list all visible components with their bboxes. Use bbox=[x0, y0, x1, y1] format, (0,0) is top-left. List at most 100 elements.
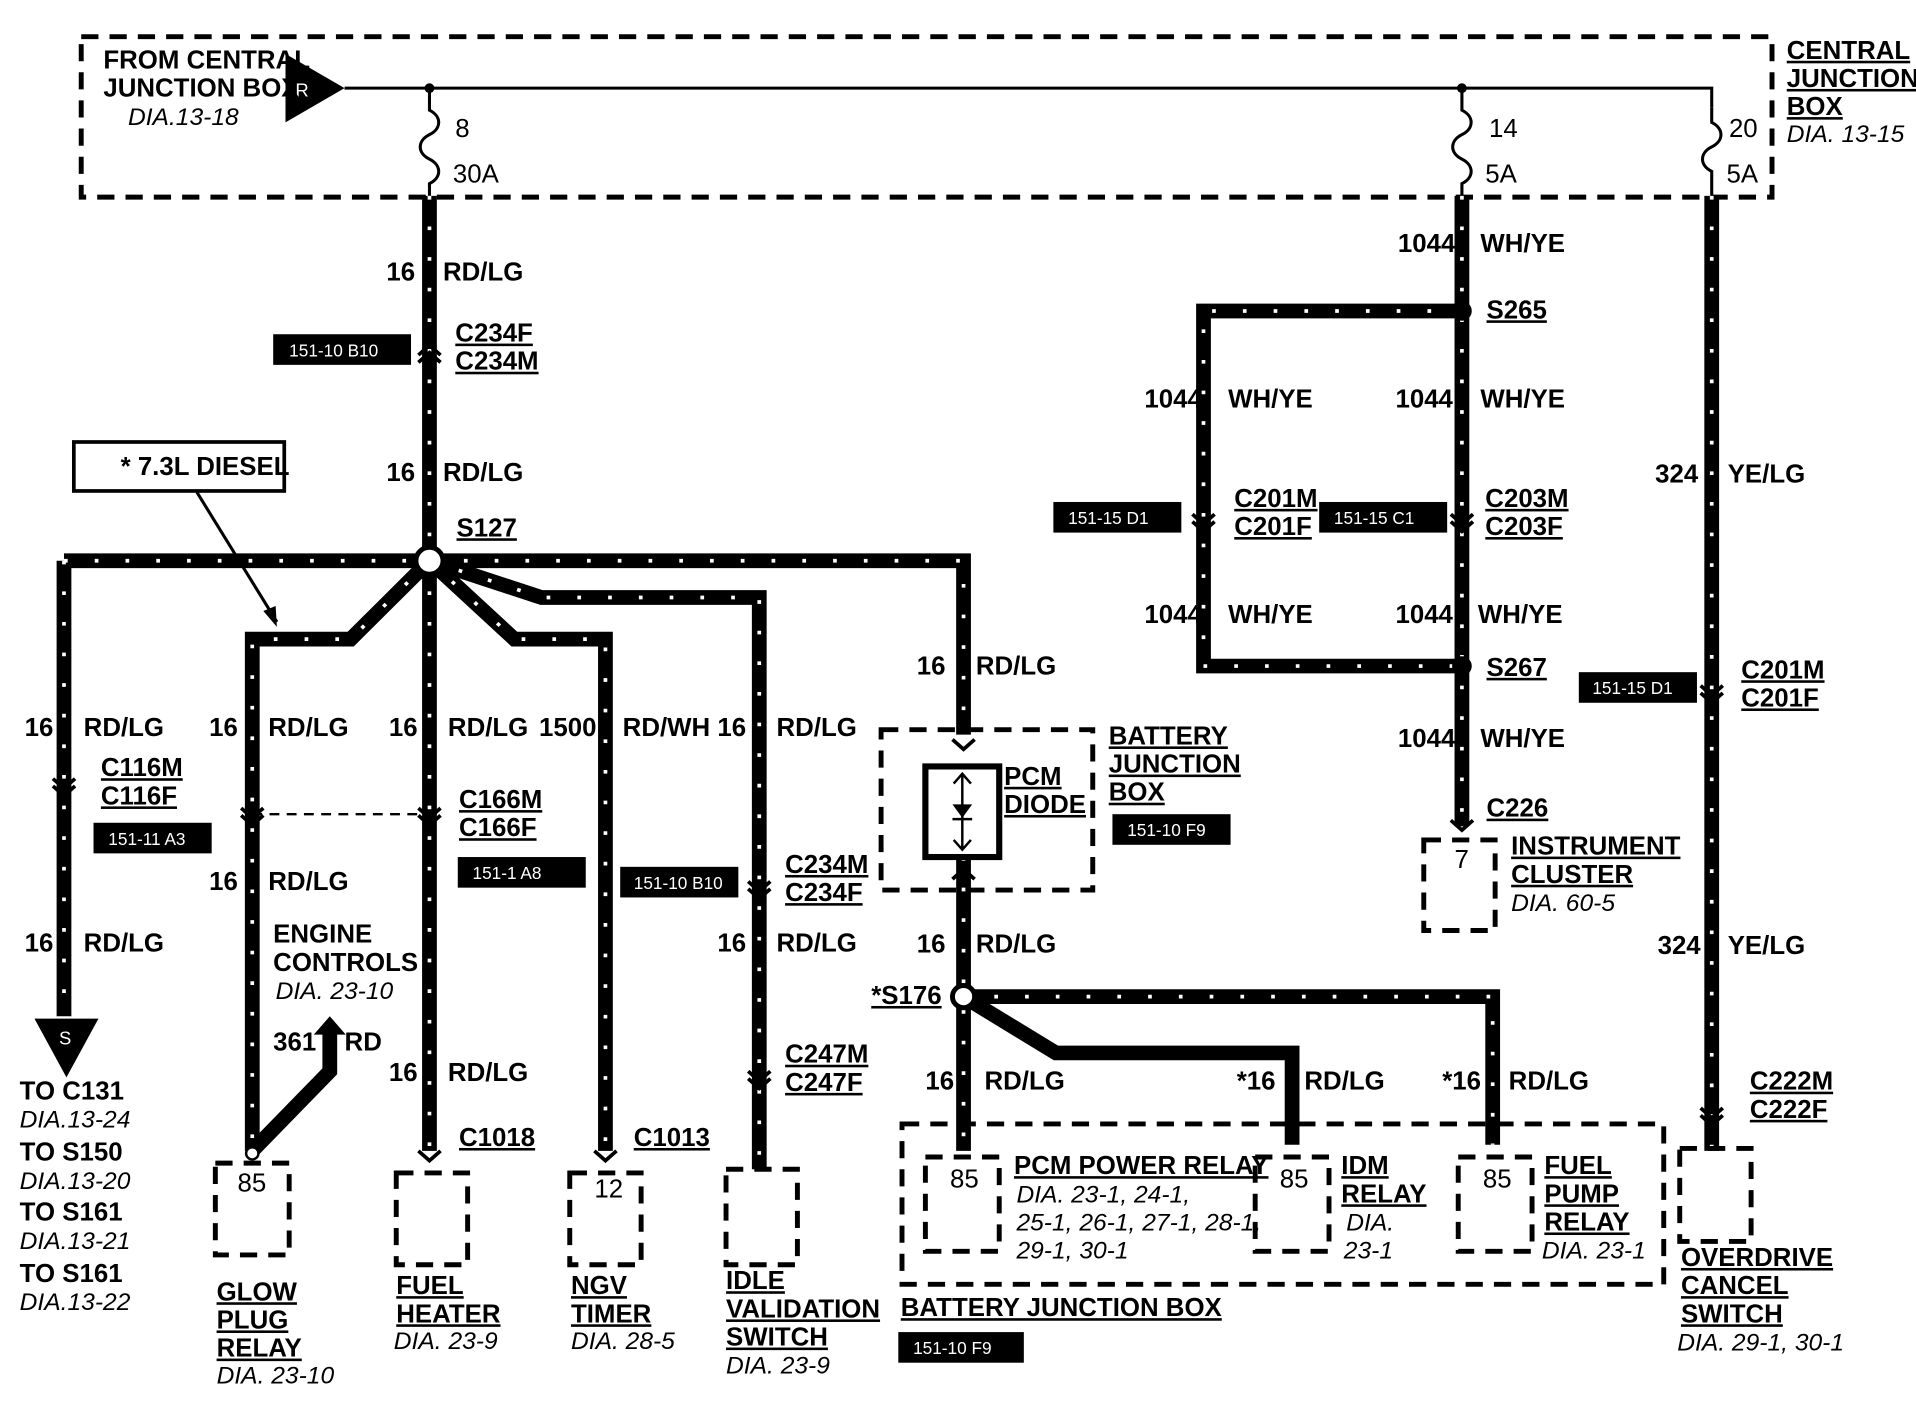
fuel-heater-box bbox=[393, 1170, 471, 1268]
svg-text:YE/LG: YE/LG bbox=[1728, 460, 1806, 488]
from-cjb-marker-letter: R bbox=[295, 80, 308, 101]
instrument-cluster-label: INSTRUMENT bbox=[1511, 833, 1681, 861]
svg-text:16: 16 bbox=[389, 1059, 418, 1087]
svg-text:WH/YE: WH/YE bbox=[1478, 601, 1563, 629]
svg-text:RD/LG: RD/LG bbox=[443, 258, 523, 286]
svg-text:1044: 1044 bbox=[1395, 601, 1453, 629]
wire-stripes bbox=[62, 195, 1714, 1170]
svg-text:C203M: C203M bbox=[1485, 485, 1568, 513]
svg-text:C234M: C234M bbox=[785, 851, 868, 879]
svg-text:C247M: C247M bbox=[785, 1041, 868, 1069]
svg-text:C1013: C1013 bbox=[634, 1124, 710, 1152]
svg-text:1044: 1044 bbox=[1398, 725, 1456, 753]
svg-text:DIA.13-21: DIA.13-21 bbox=[20, 1228, 131, 1255]
splice-label: S265 bbox=[1487, 296, 1547, 324]
fuel-heater-dia: DIA. 23-9 bbox=[394, 1328, 498, 1355]
svg-text:RD/LG: RD/LG bbox=[976, 653, 1056, 681]
svg-text:RD/LG: RD/LG bbox=[448, 1059, 528, 1087]
connector-labels: C234F C234M C201M C201F C203M C203F C201… bbox=[101, 320, 1833, 1152]
location-tags: 151-10 B10 151-15 D1 151-15 C1 151-15 D1… bbox=[93, 334, 1697, 1363]
splice-s176 bbox=[950, 983, 978, 1011]
svg-text:RD/LG: RD/LG bbox=[84, 929, 164, 957]
splice-s127 bbox=[413, 544, 446, 577]
svg-text:RD/LG: RD/LG bbox=[443, 459, 523, 487]
cjb-label-2: JUNCTION bbox=[1787, 65, 1916, 93]
fuse-rating: 5A bbox=[1726, 160, 1758, 188]
fuel-heater-label: FUEL bbox=[396, 1272, 463, 1300]
pin-number: 85 bbox=[238, 1169, 267, 1197]
svg-text:RD/LG: RD/LG bbox=[1304, 1068, 1384, 1096]
from-cjb-marker bbox=[285, 53, 345, 123]
svg-text:TO S161: TO S161 bbox=[20, 1260, 123, 1288]
svg-text:361: 361 bbox=[273, 1029, 316, 1057]
splice-label: S127 bbox=[457, 514, 517, 542]
idm-relay-dia: DIA. bbox=[1346, 1210, 1394, 1237]
fuel-pump-relay-label-3: RELAY bbox=[1544, 1209, 1629, 1237]
splice-label: *S176 bbox=[871, 982, 941, 1010]
diesel-note-box bbox=[71, 440, 287, 493]
svg-text:151-15 D1: 151-15 D1 bbox=[1592, 678, 1672, 698]
idle-switch-label: IDLE bbox=[726, 1267, 785, 1295]
cjb-label: CENTRAL bbox=[1787, 37, 1910, 65]
idm-relay-label: IDM bbox=[1341, 1152, 1388, 1180]
svg-text:RD: RD bbox=[345, 1029, 382, 1057]
diesel-note: * 7.3L DIESEL bbox=[121, 453, 290, 481]
battery-junction-box-label: BATTERY JUNCTION BOX bbox=[901, 1294, 1222, 1322]
pin-number: 12 bbox=[594, 1175, 623, 1203]
svg-text:C234F: C234F bbox=[785, 879, 863, 907]
svg-text:C201F: C201F bbox=[1741, 685, 1819, 713]
glow-plug-relay-dia: DIA. 23-10 bbox=[217, 1363, 335, 1390]
idle-validation-switch-box bbox=[723, 1166, 800, 1268]
pcm-power-relay-dia-2: 25-1, 26-1, 27-1, 28-1, bbox=[1015, 1210, 1261, 1237]
pin-terminal bbox=[244, 1145, 260, 1161]
svg-text:16: 16 bbox=[389, 714, 418, 742]
svg-text:151-10 F9: 151-10 F9 bbox=[1127, 820, 1205, 840]
engine-controls-dia: DIA. 23-10 bbox=[276, 978, 394, 1005]
pcm-power-relay-dia-3: 29-1, 30-1 bbox=[1015, 1238, 1128, 1265]
svg-text:16: 16 bbox=[917, 931, 946, 959]
engine-controls-label: ENGINE bbox=[273, 921, 372, 949]
svg-text:C222F: C222F bbox=[1750, 1096, 1828, 1124]
fuse-number: 20 bbox=[1729, 115, 1758, 143]
ground-ref-letter: S bbox=[59, 1027, 71, 1048]
overdrive-cancel-label: OVERDRIVE bbox=[1681, 1244, 1833, 1272]
pcm-diode-label: PCM bbox=[1004, 763, 1061, 791]
pcm-power-relay-label: PCM POWER RELAY bbox=[1014, 1152, 1269, 1180]
fuel-pump-relay-dia: DIA. 23-1 bbox=[1542, 1238, 1646, 1265]
fuse-rating: 5A bbox=[1485, 160, 1517, 188]
ngv-timer-box bbox=[567, 1170, 644, 1268]
svg-text:324: 324 bbox=[1655, 460, 1699, 488]
svg-text:1044: 1044 bbox=[1395, 386, 1453, 414]
pcm-power-relay-dia: DIA. 23-1, 24-1, bbox=[1016, 1181, 1190, 1208]
svg-text:TO S161: TO S161 bbox=[20, 1199, 123, 1227]
svg-text:YE/LG: YE/LG bbox=[1728, 932, 1806, 960]
idm-relay-dia-2: 23-1 bbox=[1343, 1238, 1393, 1265]
pin-number: 85 bbox=[1280, 1166, 1309, 1194]
svg-text:C201M: C201M bbox=[1741, 656, 1824, 684]
note-arrowhead bbox=[263, 606, 277, 627]
pcm-diode-label-2: DIODE bbox=[1004, 791, 1086, 819]
cjb-dia: DIA. 13-15 bbox=[1787, 121, 1905, 148]
from-cjb-label-2: JUNCTION BOX bbox=[103, 75, 298, 103]
ngv-timer-label-2: TIMER bbox=[571, 1300, 652, 1328]
svg-text:*16: *16 bbox=[1237, 1068, 1276, 1096]
connector-chevrons bbox=[51, 342, 1725, 1164]
svg-text:C247F: C247F bbox=[785, 1069, 863, 1097]
ngv-timer-dia: DIA. 28-5 bbox=[571, 1328, 675, 1355]
svg-text:16: 16 bbox=[386, 258, 415, 286]
battery-jb-label-2: JUNCTION bbox=[1109, 751, 1241, 779]
svg-text:C222M: C222M bbox=[1750, 1068, 1833, 1096]
svg-text:C201F: C201F bbox=[1234, 513, 1312, 541]
pin-number: 85 bbox=[1483, 1166, 1512, 1194]
svg-text:C201M: C201M bbox=[1234, 485, 1317, 513]
idm-relay-label-2: RELAY bbox=[1341, 1180, 1426, 1208]
overdrive-cancel-switch-box bbox=[1677, 1145, 1754, 1244]
svg-text:RD/LG: RD/LG bbox=[976, 931, 1056, 959]
svg-text:C116M: C116M bbox=[101, 754, 183, 782]
svg-text:151-15 D1: 151-15 D1 bbox=[1068, 508, 1148, 528]
central-junction-box-outline bbox=[78, 34, 1775, 200]
from-cjb-dia: DIA.13-18 bbox=[128, 104, 239, 131]
